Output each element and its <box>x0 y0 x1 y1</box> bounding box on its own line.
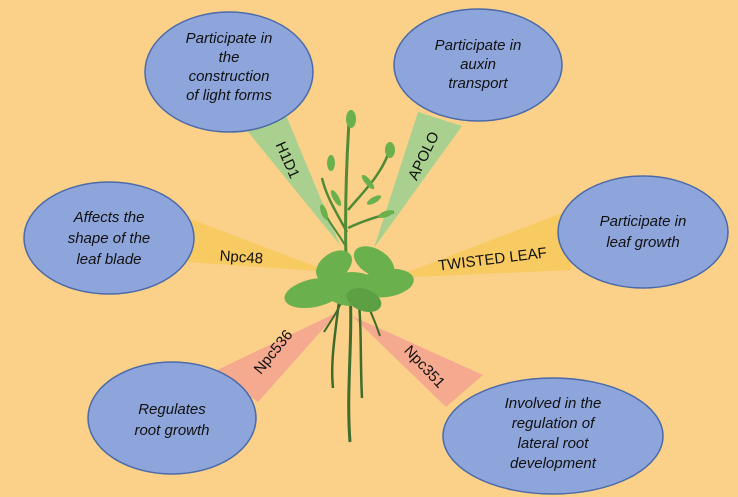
bubble-text: Affects the <box>73 209 145 226</box>
plant-pod <box>366 195 382 205</box>
beam-h1d1 <box>240 108 340 245</box>
bubble-text: Regulates <box>138 401 206 418</box>
bubble-text: development <box>510 455 597 472</box>
beam-twisted-leaf <box>392 213 572 278</box>
beam-apolo <box>374 112 462 248</box>
plant-stem <box>320 177 349 233</box>
bubble-text: shape of the <box>68 230 151 247</box>
plant-pod <box>361 174 375 190</box>
bubble-text: auxin <box>460 56 496 73</box>
bubble-text: root growth <box>134 422 209 439</box>
bubble-root-growth: Regulates root growth <box>87 361 257 475</box>
bubble-text: regulation of <box>512 415 596 432</box>
bubble-light-forms: Participate in the construction of light… <box>144 11 314 133</box>
plant-pod <box>378 210 394 218</box>
bubble-leaf-blade: Affects the shape of the leaf blade <box>23 181 195 295</box>
bubble-text: Participate in <box>186 30 273 47</box>
bubble-text: the <box>219 49 240 66</box>
gene-label-npc48: Npc48 <box>219 248 263 268</box>
plant-pod <box>320 204 328 220</box>
plant-illustration <box>284 110 414 443</box>
bubble-text: of light forms <box>186 87 272 104</box>
bubble-text: transport <box>448 75 508 92</box>
bubble-text: construction <box>189 68 270 85</box>
plant-pod <box>330 190 342 206</box>
bubble-leaf-growth: Participate in leaf growth <box>557 175 729 289</box>
beam-npc48 <box>188 218 330 272</box>
plant-root <box>347 289 353 443</box>
bubble-text: Participate in <box>435 37 522 54</box>
plant-leaf <box>346 287 382 313</box>
bubble-text: leaf growth <box>606 234 679 251</box>
beam-npc351 <box>352 316 483 407</box>
plant-bud <box>385 142 395 158</box>
plant-stem <box>344 121 351 261</box>
bubble-text: Participate in <box>600 213 687 230</box>
bubble-auxin: Participate in auxin transport <box>393 8 563 122</box>
bubble-lateral-root: Involved in the regulation of lateral ro… <box>442 377 664 495</box>
plant-leaf <box>353 246 395 278</box>
plant-bud <box>327 155 335 171</box>
beam-npc536 <box>213 312 338 402</box>
bubble-text: leaf blade <box>76 251 141 268</box>
bubble-text: Involved in the <box>505 395 602 412</box>
bubble-text: lateral root <box>518 435 590 452</box>
plant-bud <box>346 110 356 128</box>
